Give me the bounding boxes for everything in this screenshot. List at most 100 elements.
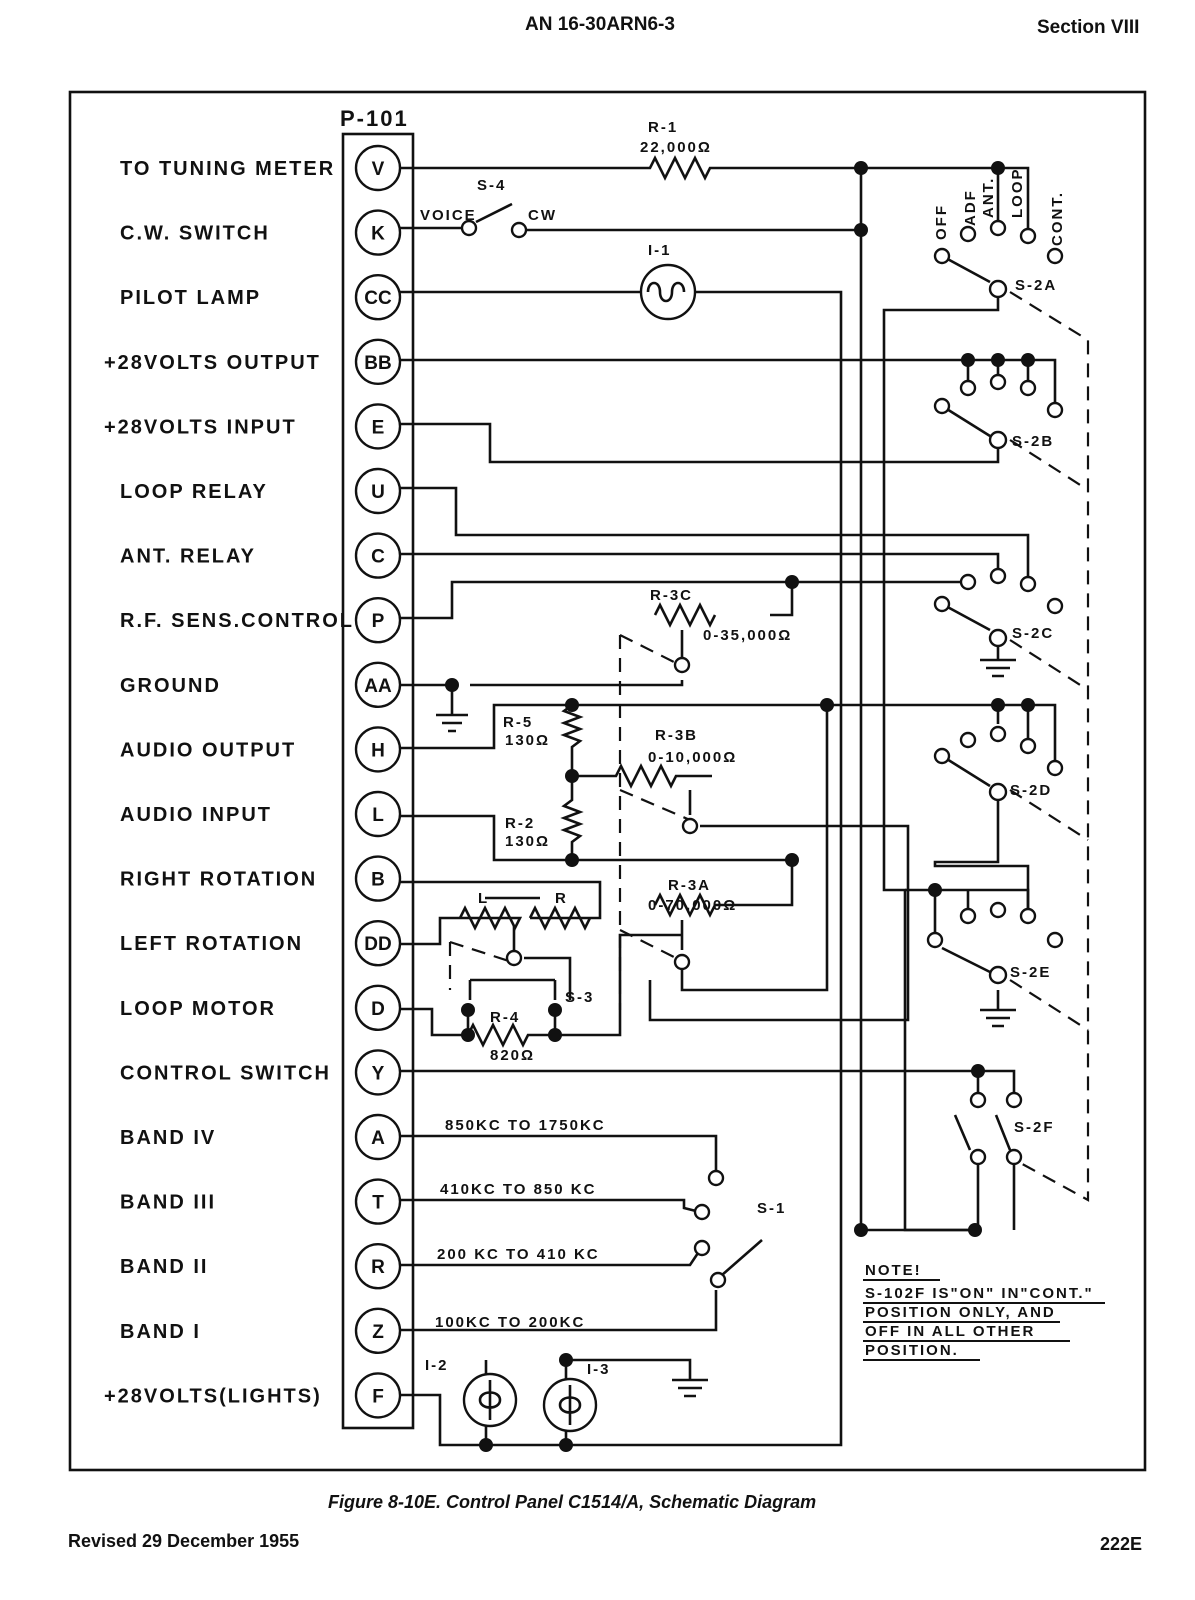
pin-label: BAND IV — [120, 1127, 216, 1149]
band-iii-range: 410KC TO 850 KC — [440, 1181, 596, 1198]
r3b-name: R-3B — [655, 727, 698, 744]
pin-letter: U — [371, 482, 385, 503]
r1-value: 22,000Ω — [640, 139, 712, 156]
pos-off: OFF — [933, 204, 950, 240]
pin-a: A BAND IV — [120, 1113, 402, 1161]
i1-name: I-1 — [648, 242, 672, 259]
pin-label: +28VOLTS(LIGHTS) — [104, 1385, 322, 1407]
r4-name: R-4 — [490, 1009, 520, 1026]
note-line: OFF IN ALL OTHER — [865, 1323, 1035, 1340]
pin-circle — [354, 467, 402, 515]
pin-label: RIGHT ROTATION — [120, 869, 317, 891]
r2-name: R-2 — [505, 815, 535, 832]
r5-value: 130Ω — [505, 732, 550, 749]
lr-right: R — [555, 890, 568, 907]
pin-label: AUDIO OUTPUT — [120, 739, 296, 761]
s4-voice: VOICE — [420, 207, 477, 224]
figure-caption: Figure 8-10E. Control Panel C1514/A, Sch… — [328, 1492, 816, 1512]
pin-u: U LOOP RELAY — [120, 467, 402, 515]
pin-label: R.F. SENS.CONTROL — [120, 610, 354, 632]
pin-letter: E — [372, 417, 385, 438]
pin-f: F +28VOLTS(LIGHTS) — [104, 1372, 402, 1419]
pin-circle — [354, 726, 402, 773]
pin-label: TO TUNING METER — [120, 158, 335, 180]
pin-letter: F — [372, 1386, 384, 1407]
s2e-label: S-2E — [1010, 964, 1051, 981]
s2f-label: S-2F — [1014, 1119, 1055, 1136]
pin-label: BAND I — [120, 1321, 201, 1343]
pin-letter: CC — [364, 288, 392, 309]
pin-label: LOOP RELAY — [120, 481, 268, 503]
pin-letter: P — [372, 611, 385, 632]
pin-circle — [354, 274, 402, 321]
pin-letter: D — [371, 999, 385, 1020]
pin-circle — [354, 403, 402, 450]
pin-v: VTO TUNING METER — [120, 144, 402, 192]
note: NOTE! S-102F IS"ON" IN"CONT." POSITION O… — [863, 1262, 1105, 1361]
pin-circle — [354, 532, 402, 579]
pin-e: E +28VOLTS INPUT — [104, 403, 402, 450]
pin-label: C.W. SWITCH — [120, 223, 270, 245]
r3a-value: 0-70,000Ω — [648, 897, 737, 914]
pin-letter: A — [371, 1128, 385, 1149]
pin-letter: C — [371, 547, 385, 568]
pin-label: GROUND — [120, 675, 221, 697]
s4-name: S-4 — [477, 177, 506, 194]
pin-label: PILOT LAMP — [120, 287, 261, 309]
note-line: POSITION. — [865, 1342, 959, 1359]
r5-name: R-5 — [503, 714, 533, 731]
pin-letter: B — [371, 870, 385, 891]
pin-circle — [354, 790, 402, 838]
junction-dots — [445, 161, 1035, 1452]
r3b-value: 0-10,000Ω — [648, 749, 737, 766]
pin-k: KC.W. SWITCH — [120, 209, 402, 256]
connector-pins: VTO TUNING METER KC.W. SWITCH CC PILOT LAMP… — [104, 144, 402, 1419]
pin-circle — [354, 855, 402, 902]
s2a-label: S-2A — [1015, 277, 1057, 294]
diagram-border — [68, 90, 1147, 1472]
pin-cc: CC PILOT LAMP — [120, 274, 402, 321]
pin-label: LEFT ROTATION — [120, 933, 303, 955]
pos-adf: ADF — [962, 189, 979, 226]
pin-letter: BB — [364, 353, 391, 374]
pin-label: BAND III — [120, 1192, 216, 1214]
wiring — [400, 155, 1090, 1447]
pin-label: +28VOLTS OUTPUT — [104, 352, 321, 374]
note-title: NOTE! — [865, 1262, 922, 1279]
pin-label: +28VOLTS INPUT — [104, 416, 297, 438]
pin-letter: T — [372, 1193, 384, 1214]
pin-label: BAND II — [120, 1256, 208, 1278]
pin-label: CONTROL SWITCH — [120, 1062, 331, 1084]
i2-name: I-2 — [425, 1357, 449, 1374]
pin-p: P R.F. SENS.CONTROL — [120, 597, 402, 644]
r1-name: R-1 — [648, 119, 678, 136]
pin-bb: BB +28VOLTS OUTPUT — [104, 338, 402, 385]
s4-cw: CW — [528, 207, 557, 224]
band-ii-range: 200 KC TO 410 KC — [437, 1246, 600, 1263]
switch-terminals — [460, 219, 1064, 1289]
pin-circle — [354, 597, 402, 644]
r2-value: 130Ω — [505, 833, 550, 850]
pin-letter: L — [372, 805, 384, 826]
pin-dd: DD LEFT ROTATION — [120, 920, 402, 967]
lamp-i1 — [639, 263, 697, 321]
section-label: Section VIII — [1037, 17, 1140, 38]
s2c-label: S-2C — [1012, 625, 1054, 642]
document-number: AN 16-30ARN6-3 — [525, 14, 675, 35]
pin-d: D LOOP MOTOR — [120, 984, 402, 1031]
pin-letter: H — [371, 740, 385, 761]
pin-letter: DD — [364, 934, 391, 955]
s3-name: S-3 — [565, 989, 594, 1006]
r3c-value: 0-35,000Ω — [703, 627, 792, 644]
band-iv-range: 850KC TO 1750KC — [445, 1117, 606, 1134]
pin-circle — [354, 1049, 402, 1096]
note-line: POSITION ONLY, AND — [865, 1304, 1056, 1321]
pin-label: LOOP MOTOR — [120, 998, 276, 1020]
pin-circle — [354, 338, 402, 385]
